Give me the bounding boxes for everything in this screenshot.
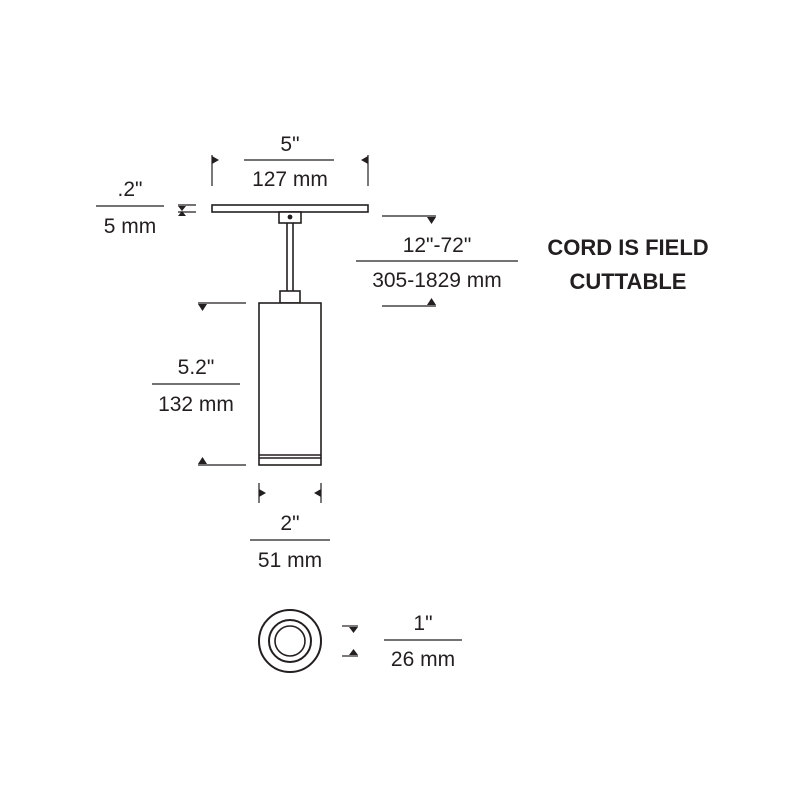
- mount-screw: [287, 214, 293, 220]
- cylinder-body: [258, 302, 322, 466]
- canopy-width-dimension: 5" 127 mm: [211, 133, 369, 191]
- aperture-dimension: 1" 26 mm: [342, 612, 462, 671]
- body-width-dimension: 2" 51 mm: [250, 483, 330, 572]
- body-width-metric: 51 mm: [258, 549, 322, 572]
- bottom-view: [258, 609, 322, 673]
- body-height-arrow-bottom: [198, 457, 207, 464]
- canopy-height-arrow-bottom: [178, 211, 186, 216]
- fixture-drawing: [211, 204, 369, 466]
- canopy-plate: [211, 204, 369, 213]
- cord-collar: [279, 290, 301, 304]
- body-width-arrow-right: [314, 489, 321, 497]
- cord-note-line1: CORD IS FIELD: [547, 235, 708, 260]
- canopy-width-arrow-right: [361, 156, 368, 164]
- canopy-width-imperial: 5": [280, 133, 299, 156]
- body-height-metric: 132 mm: [158, 393, 234, 416]
- aperture-metric: 26 mm: [391, 648, 455, 671]
- canopy-width-metric: 127 mm: [252, 168, 328, 191]
- canopy-height-metric: 5 mm: [104, 215, 157, 238]
- aperture-imperial: 1": [413, 612, 432, 635]
- body-height-arrow-top: [198, 304, 207, 311]
- body-width-imperial: 2": [280, 512, 299, 535]
- body-height-imperial: 5.2": [178, 356, 215, 379]
- canopy-width-arrow-left: [212, 156, 219, 164]
- aperture-arrow-top: [349, 627, 358, 633]
- canopy-height-arrow-top: [178, 206, 186, 211]
- cord-length-arrow-bottom: [427, 298, 436, 305]
- cord-length-arrow-top: [427, 217, 436, 224]
- bottom-aperture: [274, 625, 306, 657]
- canopy-height-imperial: .2": [118, 178, 143, 201]
- cord-note: CORD IS FIELD CUTTABLE: [547, 235, 708, 294]
- cord-length-metric: 305-1829 mm: [372, 269, 502, 292]
- cord-length-imperial: 12"-72": [403, 234, 472, 257]
- aperture-arrow-bottom: [349, 649, 358, 655]
- canopy-height-dimension: .2" 5 mm: [96, 178, 196, 238]
- cord-note-line2: CUTTABLE: [570, 269, 687, 294]
- cord-length-dimension: 12"-72" 305-1829 mm: [356, 215, 518, 307]
- body-height-dimension: 5.2" 132 mm: [152, 302, 246, 466]
- body-width-arrow-left: [259, 489, 266, 497]
